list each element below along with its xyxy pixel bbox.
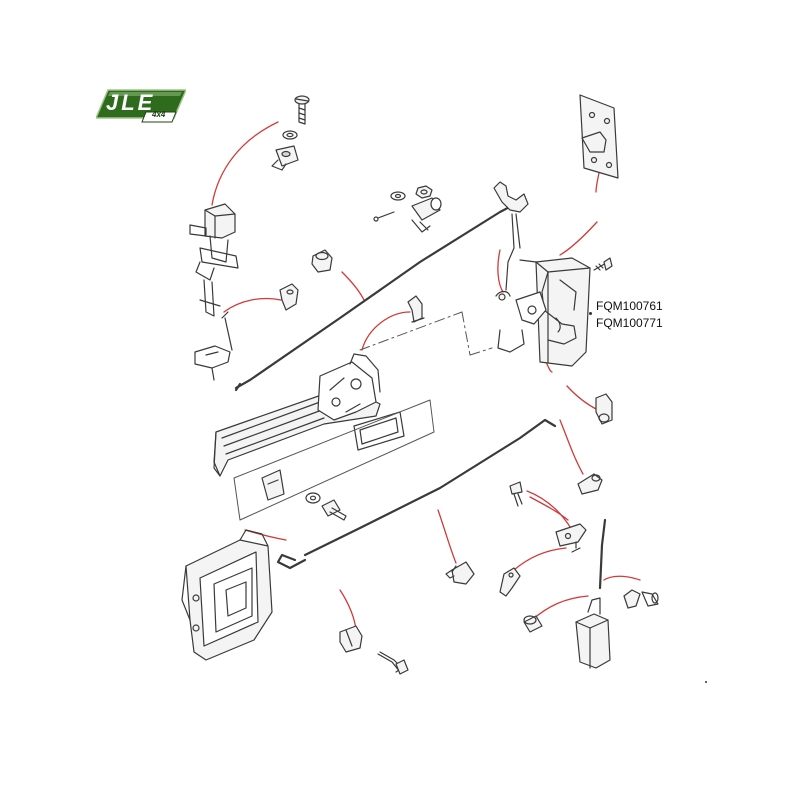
part-number-1: FQM100761 [596,299,663,313]
latch-bracket-arm [493,181,529,291]
lever-small [499,567,521,597]
nut-mid [415,185,433,199]
clip-right-mid [577,473,603,495]
link-clip-mid [407,295,425,323]
bracket-left [194,311,233,381]
washer-top [282,130,298,140]
part-number-callout: FQM100761 FQM100771 [596,298,663,332]
part-number-2: FQM100771 [596,316,663,330]
clip-latch-lower [595,393,613,425]
rods [234,202,607,590]
bushing-bottom [523,615,543,633]
callout-bullet [589,312,592,315]
washer-mid [390,191,406,201]
inside-handle [181,529,273,661]
handle-frame [233,399,435,521]
clip-nut-top [271,145,299,171]
screw-handle [321,499,347,521]
lever-bracket-right [555,523,587,553]
washer-handle [305,492,321,504]
jle-4x4-logo: JLE 4x4 [96,88,186,124]
reference-dash-lines [359,311,493,356]
bolt-right [509,481,523,507]
clip-mid-left [279,283,299,311]
outside-handle [213,353,405,477]
logo-text: JLE [106,90,156,115]
screw-bottom [377,651,409,675]
grommet-bottom [445,561,475,585]
handle-clip [261,469,285,501]
latch-body [495,257,591,367]
leader-lines [211,121,641,631]
pin-small [373,211,395,222]
stray-dot [705,681,707,683]
lock-actuator-upper [189,203,239,317]
bushing-top-mid [311,249,333,273]
cylinder-link [411,197,442,233]
screw-top [294,95,310,125]
screw-latch [593,257,613,271]
actuator-motor [575,597,611,669]
clip-bottom [339,625,363,653]
striker-plate [579,94,619,179]
clip-actuator [623,589,659,609]
logo-subtext: 4x4 [152,110,166,119]
